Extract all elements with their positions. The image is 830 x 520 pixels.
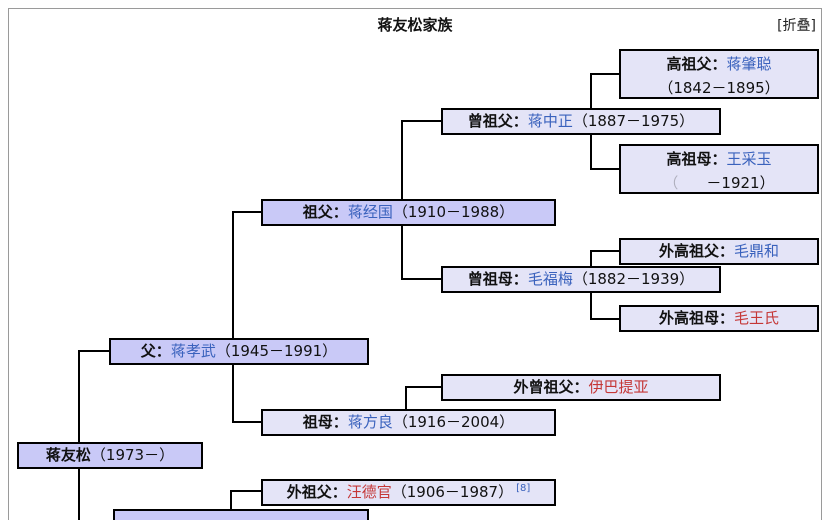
connector	[231, 490, 261, 492]
connector	[230, 490, 232, 511]
connector	[402, 278, 441, 280]
node-maternal-great-great-grandmother: 外高祖母：毛王氏	[619, 305, 819, 332]
node-grandfather: 祖父：蒋经国（1910－1988）	[261, 199, 556, 226]
collapsible-frame: 蒋友松家族 [折叠] 高祖父：蒋肇聪 （1842－1895）	[8, 8, 822, 520]
connector	[233, 211, 261, 213]
person-link[interactable]: 蒋孝武	[170, 342, 216, 360]
person-link[interactable]: 毛王氏	[734, 309, 780, 327]
connector	[401, 226, 403, 280]
connector	[233, 421, 261, 423]
person-link[interactable]: 蒋经国	[347, 203, 393, 221]
person-link[interactable]: 伊巴提亚	[588, 378, 649, 396]
page-title: 蒋友松家族	[377, 16, 453, 34]
connector	[591, 168, 619, 170]
connector	[406, 386, 441, 388]
person-link[interactable]: 汪德官	[346, 483, 392, 501]
person-link[interactable]: 王采玉	[726, 150, 772, 168]
node-great-great-grandmother: 高祖母：王采玉 （－1921）	[619, 144, 819, 194]
connector	[232, 211, 234, 339]
node-great-great-grandfather: 高祖父：蒋肇聪 （1842－1895）	[619, 49, 819, 99]
reference-link[interactable]: [8]	[516, 483, 531, 494]
node-mother-partial	[113, 509, 369, 520]
node-maternal-great-great-grandfather: 外高祖父：毛鼎和	[619, 238, 819, 265]
node-great-grandmother: 曾祖母：毛福梅（1882－1939）	[441, 266, 721, 293]
connector	[402, 120, 441, 122]
connector	[591, 250, 619, 252]
person-link[interactable]: 蒋肇聪	[726, 55, 772, 73]
connector	[401, 120, 403, 200]
person-link[interactable]: 蒋中正	[527, 112, 573, 130]
connector	[78, 469, 80, 520]
connector	[405, 386, 407, 411]
connector	[591, 73, 619, 75]
collapse-toggle[interactable]: [折叠]	[777, 18, 816, 34]
person-link[interactable]: 毛福梅	[527, 270, 573, 288]
node-grandmother: 祖母：蒋方良（1916－2004）	[261, 409, 556, 436]
connector	[590, 292, 592, 320]
node-maternal-grandfather: 外祖父：汪德官（1906－1987）[8]	[261, 479, 556, 506]
connector	[590, 134, 592, 170]
node-subject: 蒋友松（1973－）	[17, 442, 203, 469]
connector	[590, 250, 592, 267]
node-great-grandfather: 曾祖父：蒋中正（1887－1975）	[441, 108, 721, 135]
node-father: 父：蒋孝武（1945－1991）	[109, 338, 369, 365]
node-maternal-great-grandfather: 外曾祖父：伊巴提亚	[441, 374, 721, 401]
person-link[interactable]: 毛鼎和	[734, 242, 780, 260]
person-link[interactable]: 蒋方良	[347, 413, 393, 431]
connector	[79, 350, 109, 352]
connector	[232, 365, 234, 423]
connector	[590, 73, 592, 108]
connector	[591, 318, 619, 320]
connector	[78, 350, 80, 444]
